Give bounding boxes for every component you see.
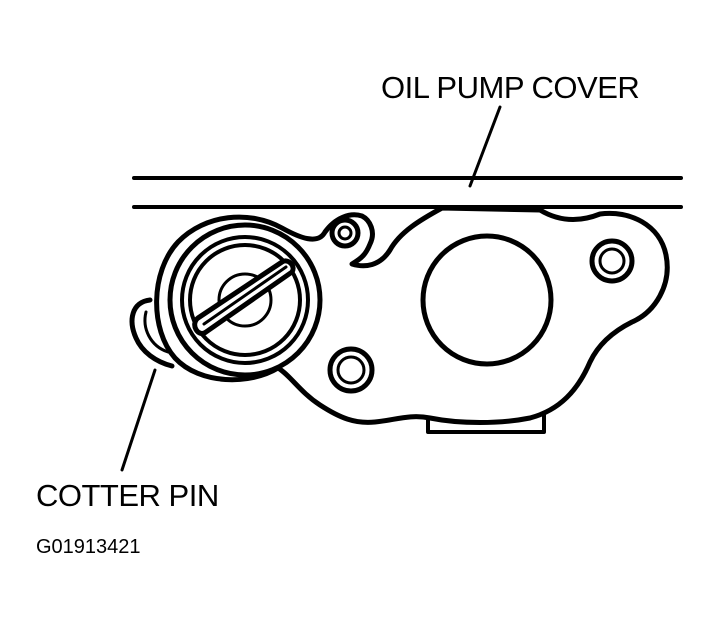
large-bore xyxy=(420,233,554,367)
top-small-boss-outer xyxy=(329,217,361,249)
leader-line-cotter-pin xyxy=(120,368,157,472)
plug-slot-centerline xyxy=(202,265,288,326)
plug-housing-outer-ring xyxy=(167,222,323,378)
right-bolt-hole-outer xyxy=(589,238,635,284)
cotter-pin-inner-leg xyxy=(143,310,170,354)
plug-center-recess xyxy=(217,272,273,328)
plug-housing-inner-ring xyxy=(180,235,310,365)
lower-bolt-hole-inner xyxy=(336,355,366,385)
oil-pump-cover-label: OIL PUMP COVER xyxy=(381,70,640,105)
cotter-pin-label: COTTER PIN xyxy=(36,478,219,513)
top-small-boss-inner xyxy=(337,225,353,241)
right-bolt-hole-inner xyxy=(598,247,626,275)
figure-id-label: G01913421 xyxy=(36,536,141,558)
plug-face xyxy=(188,243,302,357)
cotter-pin xyxy=(129,297,175,369)
lower-bolt-hole-outer xyxy=(327,346,375,394)
leader-line-oil-pump-cover xyxy=(468,105,502,188)
